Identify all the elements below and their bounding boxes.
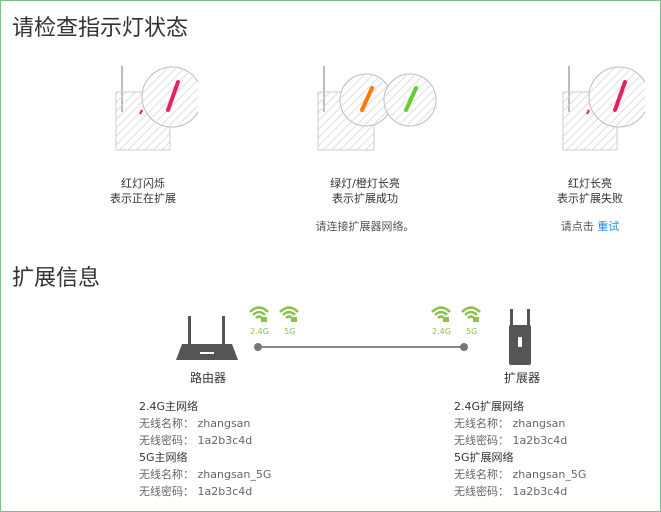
section-title-indicator: 请检查指示灯状态	[12, 16, 189, 41]
indicator-green-orange-illustration	[290, 62, 450, 152]
indicator-3-meaning: 表示扩展失败	[557, 192, 623, 205]
router-5g-pwd-row: 无线密码： 1a2b3c4d	[139, 485, 253, 498]
extender-5g-pwd: 1a2b3c4d	[512, 485, 568, 498]
router-network-info: 2.4G主网络 无线名称： zhangsan 无线密码： 1a2b3c4d 5G…	[139, 398, 271, 500]
wifi-5g-extender-label: 5G	[466, 327, 478, 336]
router-5g-pwd: 1a2b3c4d	[197, 485, 253, 498]
extender-24g-title: 2.4G扩展网络	[454, 400, 525, 413]
extender-24g-pwd-row: 无线密码： 1a2b3c4d	[454, 434, 568, 447]
section-title-extend-info: 扩展信息	[12, 266, 101, 291]
indicator-2-meaning: 表示扩展成功	[332, 192, 398, 205]
wifi-5g-router-icon	[279, 306, 299, 322]
indicator-2-state: 绿灯/橙灯长亮	[330, 177, 400, 190]
indicator-1-meaning: 表示正在扩展	[110, 192, 176, 205]
wifi-5g-router-label: 5G	[284, 327, 296, 336]
router-5g-ssid: zhangsan_5G	[197, 468, 272, 481]
indicator-1-caption: 红灯闪烁 表示正在扩展	[68, 176, 218, 206]
extender-label: 扩展器	[504, 371, 541, 385]
router-24g-pwd-row: 无线密码： 1a2b3c4d	[139, 434, 253, 447]
router-24g-pwd: 1a2b3c4d	[197, 434, 253, 447]
router-icon	[176, 316, 238, 360]
indicator-3-state: 红灯长亮	[568, 177, 612, 190]
indicator-red-blink-illustration	[68, 62, 218, 152]
extender-5g-ssid-row: 无线名称： zhangsan_5G	[454, 468, 587, 481]
router-24g-ssid: zhangsan	[197, 417, 251, 430]
router-24g-ssid-row: 无线名称： zhangsan	[139, 417, 251, 430]
router-5g-ssid-row: 无线名称： zhangsan_5G	[139, 468, 272, 481]
router-5g-title: 5G主网络	[139, 451, 188, 464]
extender-24g-pwd: 1a2b3c4d	[512, 434, 568, 447]
wifi-24g-router-icon	[249, 306, 269, 322]
extender-5g-ssid: zhangsan_5G	[512, 468, 587, 481]
router-label: 路由器	[190, 371, 227, 385]
indicator-red-solid-illustration	[515, 62, 661, 152]
wifi-24g-extender-label: 2.4G	[432, 327, 451, 336]
extender-24g-ssid: zhangsan	[512, 417, 566, 430]
extender-icon	[509, 309, 531, 365]
indicator-3-note: 请点击 重试	[490, 218, 661, 234]
indicator-2-caption: 绿灯/橙灯长亮 表示扩展成功	[290, 176, 440, 206]
router-24g-title: 2.4G主网络	[139, 400, 199, 413]
indicator-3-caption: 红灯长亮 表示扩展失败	[515, 176, 661, 206]
extender-5g-title: 5G扩展网络	[454, 451, 514, 464]
wifi-24g-extender-icon	[431, 306, 451, 322]
extender-network-info: 2.4G扩展网络 无线名称： zhangsan 无线密码： 1a2b3c4d 5…	[454, 398, 586, 500]
indicator-1-state: 红灯闪烁	[121, 177, 165, 190]
extender-24g-ssid-row: 无线名称： zhangsan	[454, 417, 566, 430]
connection-line	[254, 343, 468, 351]
wifi-24g-router-label: 2.4G	[250, 327, 269, 336]
retry-link[interactable]: 重试	[597, 220, 620, 233]
wifi-5g-extender-icon	[461, 306, 481, 322]
extender-5g-pwd-row: 无线密码： 1a2b3c4d	[454, 485, 568, 498]
indicator-2-note: 请连接扩展器网络。	[315, 220, 415, 233]
retry-prompt-text: 请点击	[560, 220, 598, 233]
